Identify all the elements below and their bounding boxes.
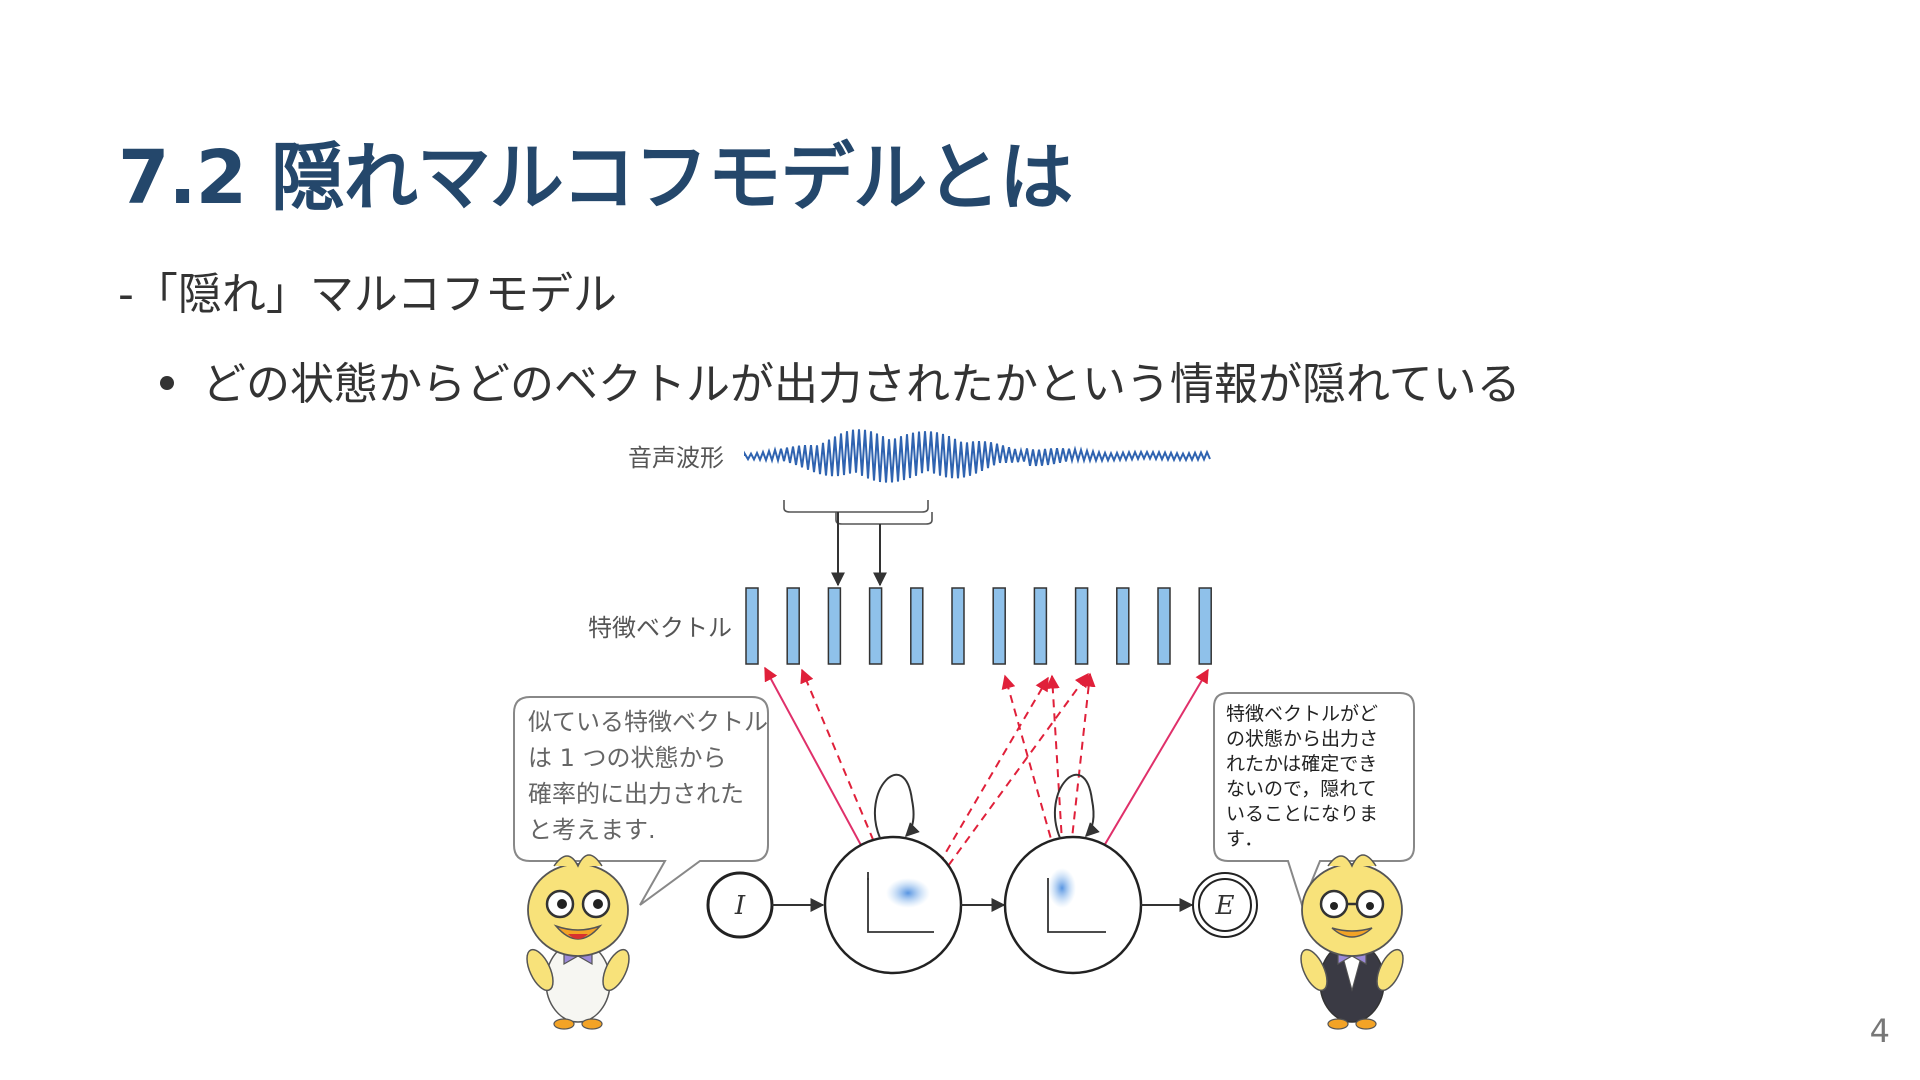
feature-vectors xyxy=(745,587,1212,665)
state-2-axes xyxy=(1047,878,1106,933)
feature-vector xyxy=(786,587,800,665)
feature-vector xyxy=(910,587,924,665)
mascot-bird-left xyxy=(526,854,630,1030)
feature-vector xyxy=(1074,587,1089,665)
right-bubble-line: の状態から出力さ xyxy=(1226,728,1378,750)
feature-vector xyxy=(1157,587,1171,665)
right-bubble-line: ないので，隠れて xyxy=(1226,778,1377,800)
bullet-list-item: どの状態からどのベクトルが出力されたかという情報が隠れている xyxy=(160,348,1521,412)
end-state-node xyxy=(1192,872,1258,938)
end-state-label: E xyxy=(1215,891,1235,921)
dash-list-item: -「隠れ」マルコフモデル xyxy=(118,269,617,320)
state-1-axes xyxy=(867,878,926,933)
right-bubble-line: す． xyxy=(1226,828,1263,850)
speech-waveform xyxy=(744,429,1211,483)
initial-state-label: I xyxy=(734,891,746,921)
right-bubble-line: れたかは確定でき xyxy=(1226,753,1377,775)
left-bubble-line: と考えます. xyxy=(528,816,656,844)
left-speech-bubble: 似ている特徴ベクトル は 1 つの状態から 確率的に出力された と考えます. xyxy=(513,696,769,906)
emission-arrow-dashed xyxy=(924,676,1049,889)
waveform-label: 音声波形 xyxy=(628,444,724,472)
self-loop-1 xyxy=(874,773,920,839)
hmm-state-2 xyxy=(1003,835,1143,975)
slide-title: 7.2 隠れマルコフモデルとは xyxy=(118,135,1073,221)
emission-arrow-dashed xyxy=(931,672,1089,889)
window-bracket-2 xyxy=(835,512,933,525)
page-number: 4 xyxy=(1869,1012,1890,1050)
self-loop-2 xyxy=(1054,773,1100,839)
feature-vector xyxy=(1033,587,1048,665)
feature-vector xyxy=(745,587,759,665)
state-1-distribution xyxy=(886,878,930,908)
feature-vector-label: 特徴ベクトル xyxy=(588,614,732,642)
left-bubble-line: 似ている特徴ベクトル xyxy=(528,708,768,736)
state-2-distribution xyxy=(1048,868,1076,908)
bullet-dot-icon xyxy=(160,376,174,390)
bullet-text: どの状態からどのベクトルが出力されたかという情報が隠れている xyxy=(202,359,1521,410)
left-bubble-line: 確率的に出力された xyxy=(528,780,744,808)
feature-vector xyxy=(827,587,842,665)
mascot-bird-right xyxy=(1300,854,1404,1030)
hmm-state-1 xyxy=(823,835,963,975)
right-speech-bubble: 特徴ベクトルがど の状態から出力さ れたかは確定でき ないので，隠れて いること… xyxy=(1213,692,1415,908)
emission-arrow-dashed xyxy=(800,668,896,893)
feature-vector xyxy=(992,587,1006,665)
feature-vector xyxy=(868,587,883,665)
right-bubble-line: 特徴ベクトルがど xyxy=(1226,703,1378,725)
feature-vector xyxy=(1116,587,1130,665)
feature-vector xyxy=(951,587,965,665)
left-bubble-line: は 1 つの状態から xyxy=(528,744,727,772)
window-bracket-1 xyxy=(783,500,929,513)
right-bubble-line: いることになりま xyxy=(1226,803,1378,825)
feature-vector xyxy=(1198,587,1212,665)
